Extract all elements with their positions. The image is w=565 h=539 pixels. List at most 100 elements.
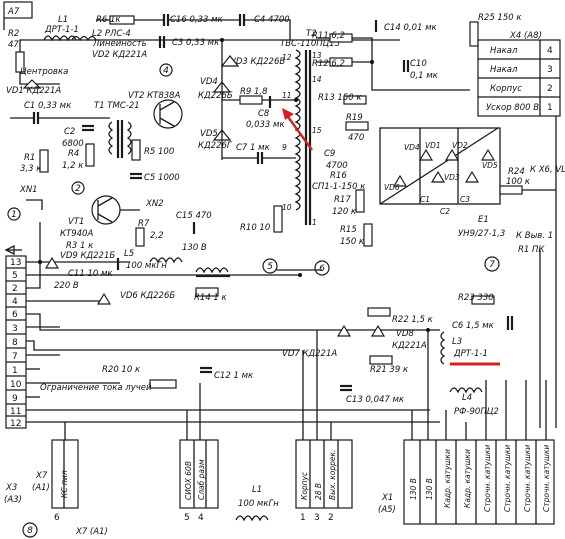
- t2-pin-9: 9: [282, 143, 287, 152]
- bottom-label-130v-a: 130 В: [409, 478, 418, 500]
- v220-label: 220 В: [54, 281, 79, 291]
- l3-type: ДРТ-1-1: [453, 349, 488, 359]
- resistor-r1: [39, 149, 49, 173]
- x4-label: X4 (А8): [509, 31, 542, 41]
- c14-label: C14 0,01 мк: [384, 23, 437, 33]
- left-pin-4: 4: [12, 297, 18, 307]
- bottom-label-130v-b: 130 В: [425, 478, 434, 500]
- x4-row-3-label: Корпус: [490, 84, 522, 94]
- node-1-label: 1: [11, 210, 17, 220]
- bridge-vd1-label: VD1: [425, 141, 441, 150]
- r25-label: R25 150 к: [478, 13, 522, 23]
- r14-label: R14 1 к: [194, 293, 228, 303]
- inductor-l2: [71, 35, 97, 42]
- l2-label: L2 РЛС-4: [92, 29, 131, 39]
- x4-row-4-pin: 1: [547, 103, 553, 113]
- diode-vd3: [220, 55, 240, 67]
- r4-label: R4: [68, 149, 79, 159]
- node-6: [314, 260, 330, 276]
- node-7: [484, 256, 500, 272]
- node-8-label: 8: [27, 526, 33, 536]
- l1b-value: 100 мкГн: [238, 499, 279, 509]
- r5-label: R5 100: [144, 147, 174, 157]
- bottom-pin-vyh-korr: 2: [328, 513, 334, 523]
- l1b-label: L1: [252, 485, 262, 495]
- c1-label: C1 0,33 мк: [24, 101, 72, 111]
- r20-label: R20 10 к: [102, 365, 141, 375]
- resistor-r15: [363, 223, 373, 247]
- left-connector-strip: 13 5 2 4 6 3 8 7 1 10 9 11 12: [4, 244, 27, 429]
- resistor-r13: [343, 95, 367, 105]
- r2-label: R2: [8, 29, 19, 39]
- c3-label: C3 0,33 мк: [172, 38, 220, 48]
- x7-label: X7: [35, 471, 48, 481]
- x4-row-3-pin: 2: [547, 84, 553, 94]
- t2-pin-14: 14: [312, 75, 322, 84]
- bottom-pin-sioh: 5: [184, 513, 190, 523]
- bridge-c1-label: C1: [420, 195, 430, 204]
- x4-row-2-pin: 3: [547, 65, 553, 75]
- resistor-r24: [499, 185, 523, 195]
- centering-label: Центровка: [20, 67, 68, 77]
- e1-type: УН9/27-1,3: [458, 229, 505, 239]
- node-5-label: 5: [267, 262, 273, 272]
- bottom-label-vyh-korr: Вых. коррек.: [328, 450, 337, 500]
- l3-label: L3: [452, 337, 462, 347]
- left-pin-12: 12: [10, 419, 21, 429]
- transformer-t1-secondary: [126, 121, 132, 155]
- xn2-label: XN2: [145, 199, 164, 209]
- x1-label: X1: [381, 493, 393, 503]
- c10-label: C10: [410, 59, 427, 69]
- bridge-vd2-label: VD2: [452, 141, 468, 150]
- bottom-label-kadr-b: Кадр. катушки: [463, 449, 472, 508]
- bottom-label-strochn-b: Строчн. катушки: [503, 445, 512, 512]
- node-2: [71, 181, 85, 195]
- diode-vd6: [96, 292, 112, 305]
- t2-pin-12: 12: [282, 53, 292, 62]
- r13-label: R13 150 к: [318, 93, 362, 103]
- block-label-box: [3, 1, 33, 19]
- e1-label: E1: [478, 215, 489, 225]
- left-pin-5: 5: [12, 271, 18, 281]
- bottom-label-slab: Слаб разм: [197, 459, 206, 500]
- vd5-type: КД226Г: [198, 141, 233, 151]
- left-pin-10: 10: [10, 380, 22, 390]
- vd5-label: VD5: [200, 129, 218, 139]
- c9-value: 4700: [326, 161, 348, 171]
- resistor-r19: [345, 121, 369, 131]
- beam-current-label: Ограничение тока лучей: [40, 383, 152, 393]
- transistor-vt1: [91, 195, 121, 225]
- bridge-vd4-label: VD4: [404, 143, 420, 152]
- node-6-label: 6: [319, 264, 325, 274]
- x4-row-2-label: Накал: [490, 65, 518, 75]
- bottom-pin-slab: 4: [198, 513, 204, 523]
- vt1-label: VT1: [68, 217, 84, 227]
- red-arrow-annotation: [282, 108, 313, 151]
- transformer-t1: [108, 121, 114, 155]
- r15-label: R15: [340, 225, 357, 235]
- t2-type: ТВС-110ПЦ15: [280, 39, 340, 49]
- t1-label: T1 ТМС-21: [94, 101, 140, 111]
- r3-label: R3 1 к: [66, 241, 94, 251]
- left-pin-3: 3: [12, 324, 18, 334]
- x3-label: X3: [5, 483, 17, 493]
- c8-value: 0,033 мк: [246, 120, 285, 130]
- diode-bridge-vd6: [392, 174, 408, 187]
- l4-type: РФ-90ПЦ2: [454, 407, 499, 417]
- bridge-vd5-label: VD5: [482, 161, 498, 170]
- t2-pin-11: 11: [282, 91, 292, 100]
- diode-vd7: [336, 324, 352, 337]
- node-5: [262, 258, 278, 274]
- diode-bridge-vd3: [430, 170, 446, 183]
- x4-row-1-label: Накал: [490, 46, 518, 56]
- bridge-c2-label: C2: [440, 207, 450, 216]
- left-pin-8: 8: [12, 338, 18, 348]
- resistor-r22: [367, 307, 391, 317]
- bottom-pin-ks-pil: 6: [54, 513, 60, 523]
- node-2-label: 2: [75, 184, 81, 194]
- node-1: [7, 207, 21, 221]
- r7-value: 2,2: [150, 231, 164, 241]
- r16-label: R16: [330, 171, 347, 181]
- x3-ref: (А3): [4, 495, 22, 505]
